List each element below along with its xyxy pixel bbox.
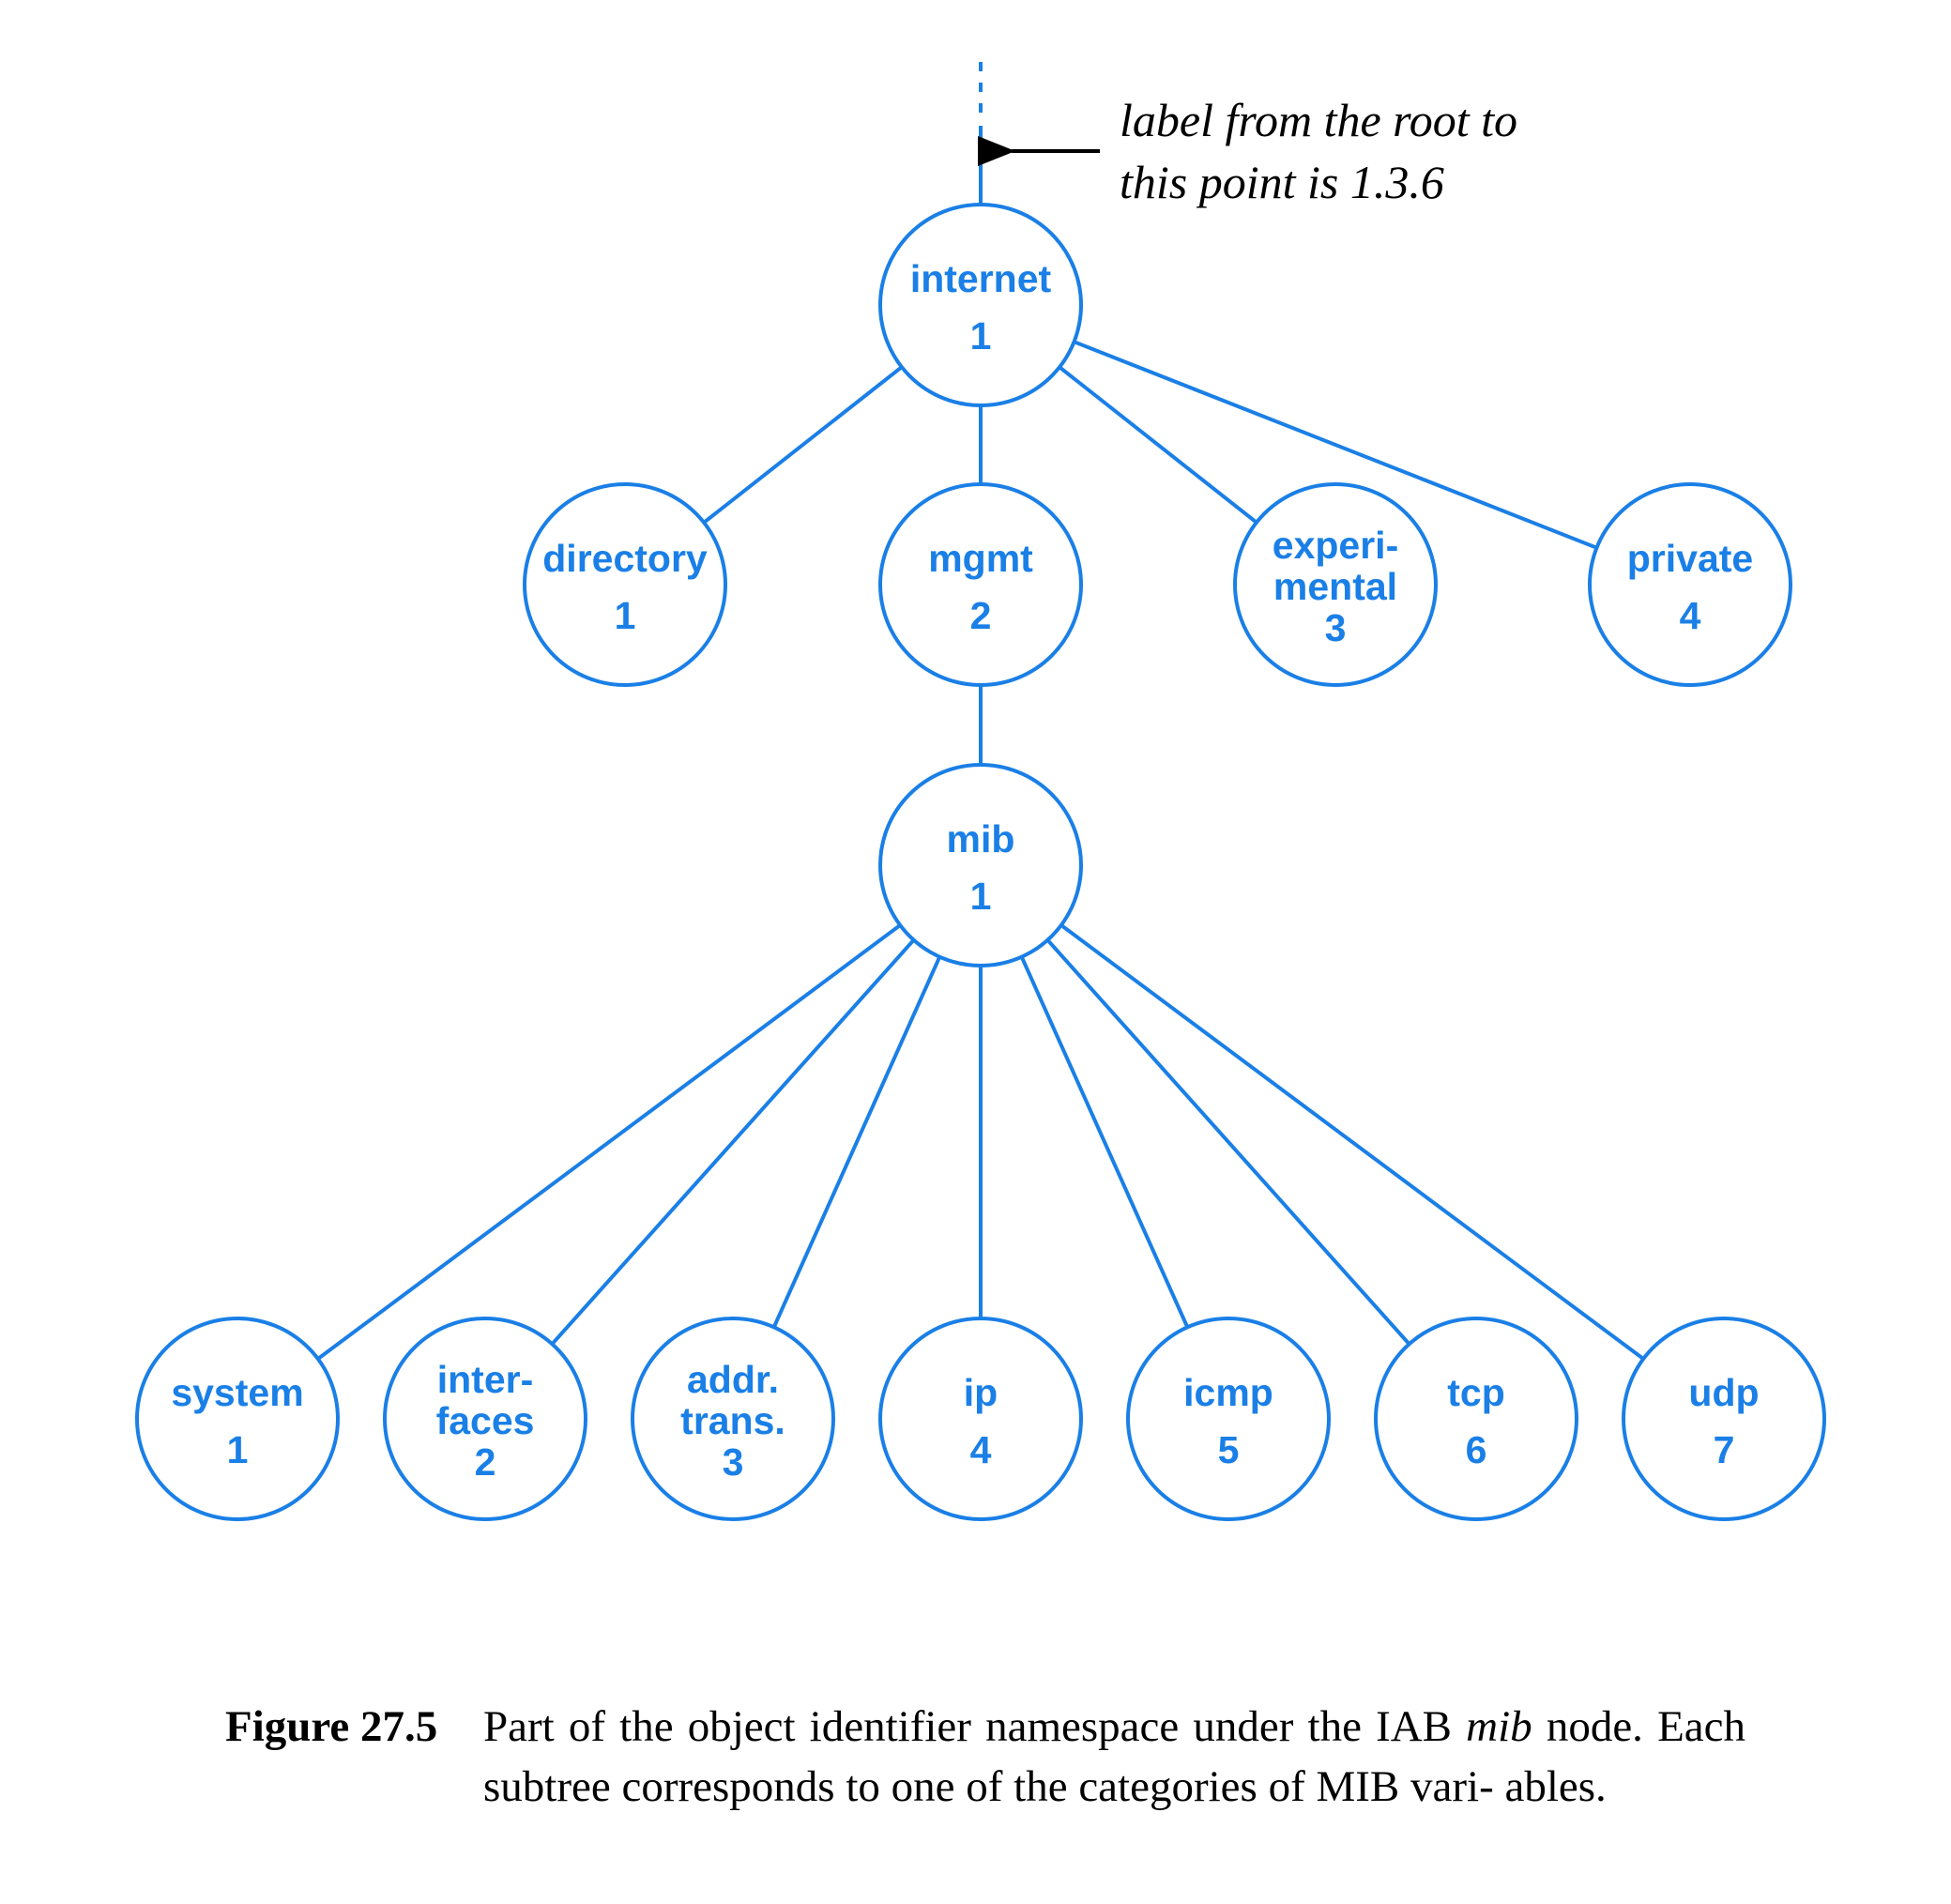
node-number-ip: 4 [970,1428,992,1471]
node-number-directory: 1 [615,594,636,637]
caption-label: Figure 27.5 [225,1702,438,1751]
node-addr-trans: addr.trans.3 [631,1317,835,1521]
node-number-interfaces: 2 [475,1440,496,1484]
node-circle-addr-trans [631,1317,835,1521]
node-label-interfaces: faces [436,1399,535,1442]
node-label-udp: udp [1688,1371,1759,1414]
node-number-mib: 1 [970,875,992,918]
node-label-tcp: tcp [1447,1371,1505,1414]
node-label-interfaces: inter- [437,1358,534,1401]
node-udp: udp 7 [1622,1317,1826,1521]
node-internet: internet 1 [878,203,1083,407]
node-private: private 4 [1588,482,1792,687]
node-label-addr-trans: trans. [680,1399,785,1442]
node-label-mib: mib [947,817,1015,861]
node-number-addr-trans: 3 [723,1440,744,1484]
node-tcp: tcp 6 [1374,1317,1578,1521]
node-number-tcp: 6 [1466,1428,1487,1471]
edge-internet-to-private [980,303,1691,586]
node-system: system 1 [135,1317,340,1521]
caption-text-before: Part of the object identifier namespace … [483,1702,1453,1751]
edge-mib-to-tcp [979,863,1478,1421]
node-number-icmp: 5 [1218,1428,1240,1471]
node-label-experimental: experi- [1273,524,1398,567]
node-number-mgmt: 2 [970,594,992,637]
node-circle-directory [523,482,727,687]
node-circle-private [1588,482,1792,687]
node-icmp: icmp 5 [1126,1317,1331,1521]
node-label-mgmt: mgmt [928,537,1033,580]
node-label-system: system [171,1371,303,1414]
node-label-internet: internet [910,257,1052,300]
node-label-addr-trans: addr. [687,1358,779,1401]
node-label-icmp: icmp [1183,1371,1273,1414]
edge-mib-to-udp [979,863,1726,1421]
node-circle-ip [878,1317,1083,1521]
caption-body: Part of the object identifier namespace … [483,1697,1745,1817]
node-ip: ip 4 [878,1317,1083,1521]
node-mgmt: mgmt 2 [878,482,1083,687]
node-circle-mib [878,763,1083,967]
node-number-udp: 7 [1714,1428,1735,1471]
annotation-line-1: label from the root to [1120,94,1517,146]
tree-nodes: internet1directory1mgmt2experi-mental3pr… [135,203,1826,1521]
caption-text-after: node. Each subtree corresponds to one of… [483,1702,1745,1811]
figure-caption: Figure 27.5 Part of the object identifie… [225,1697,1745,1817]
node-circle-tcp [1374,1317,1578,1521]
node-directory: directory 1 [523,482,727,687]
node-number-private: 4 [1680,594,1701,637]
node-label-experimental: mental [1273,565,1397,608]
caption-emphasis: mib [1466,1702,1532,1751]
edge-mib-to-system [236,863,983,1421]
node-circle-interfaces [383,1317,587,1521]
node-label-private: private [1627,537,1753,580]
node-label-ip: ip [964,1371,998,1414]
edge-mib-to-interfaces [483,863,983,1421]
node-number-experimental: 3 [1325,606,1347,649]
node-number-system: 1 [227,1428,249,1471]
annotation-line-2: this point is 1.3.6 [1120,156,1444,208]
node-circle-internet [878,203,1083,407]
node-circle-mgmt [878,482,1083,687]
node-circle-udp [1622,1317,1826,1521]
node-circle-experimental [1233,482,1438,687]
node-label-directory: directory [542,537,708,580]
node-number-internet: 1 [970,314,992,358]
node-mib: mib 1 [878,763,1083,967]
node-circle-icmp [1126,1317,1331,1521]
node-circle-system [135,1317,340,1521]
